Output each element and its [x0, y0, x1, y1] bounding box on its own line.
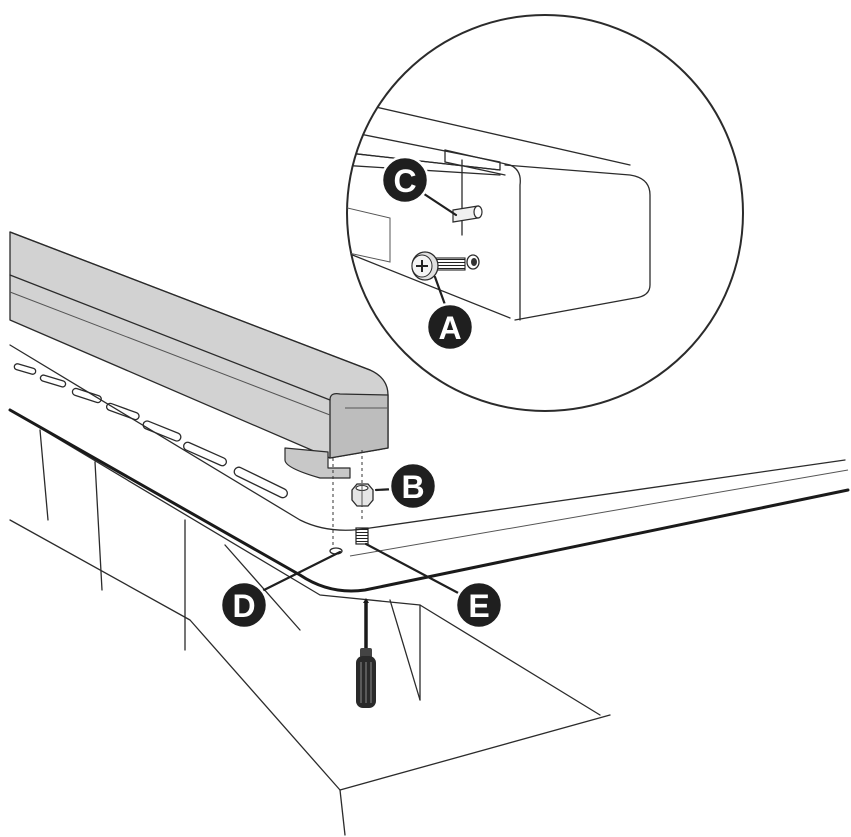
- callout-e: E: [454, 580, 504, 630]
- callout-e-label: E: [468, 588, 489, 624]
- nut-icon: [351, 483, 374, 507]
- stand-structure: [9, 409, 611, 836]
- screwdriver-icon: [356, 598, 376, 708]
- callout-c-label: C: [393, 163, 416, 199]
- callout-d: D: [219, 580, 269, 630]
- bracket: [284, 447, 351, 479]
- vent-slots: [13, 363, 288, 499]
- threaded-insert-icon: [355, 527, 369, 545]
- callout-b-label: B: [401, 469, 424, 505]
- callout-b: B: [388, 461, 438, 511]
- alignment-guides: [332, 450, 363, 548]
- pin: [452, 205, 483, 223]
- callout-a-label: A: [438, 310, 461, 346]
- detail-magnifier: [346, 14, 744, 412]
- callout-c: C: [380, 155, 430, 205]
- screw-icon: [411, 251, 466, 281]
- soundbar: [9, 231, 389, 459]
- callout-d-label: D: [232, 588, 255, 624]
- callout-a: A: [425, 302, 475, 352]
